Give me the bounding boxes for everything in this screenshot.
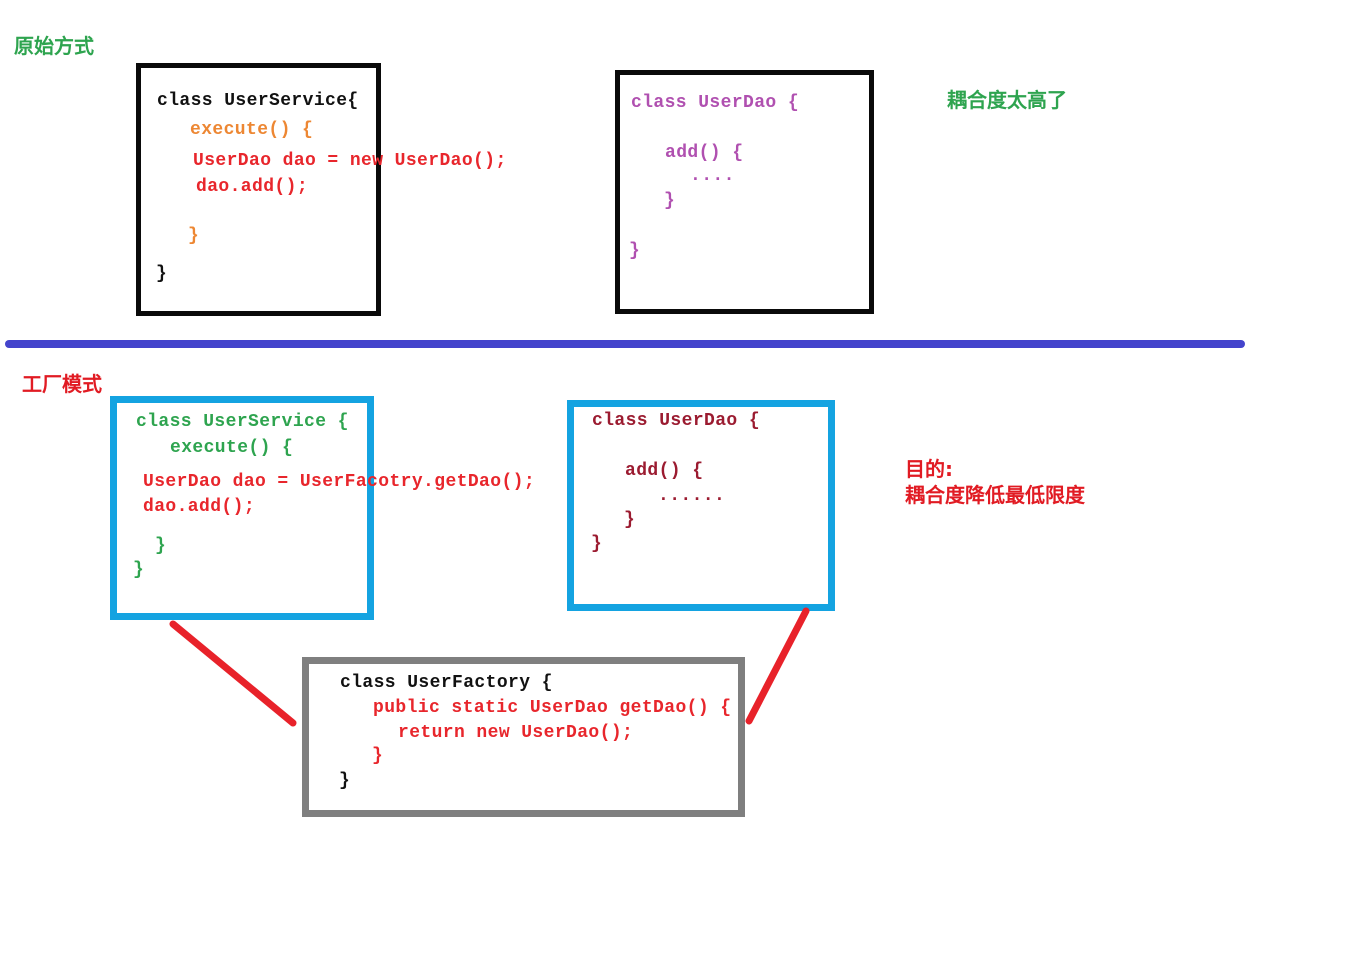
code-line: dao.add(); — [196, 177, 309, 197]
code-line: UserDao dao = UserFacotry.getDao(); — [143, 472, 536, 492]
code-line: class UserService { — [136, 412, 349, 432]
note-purpose: 目的: 耦合度降低最低限度 — [905, 456, 1085, 508]
code-line: class UserDao { — [592, 411, 761, 431]
code-line: add() { — [665, 143, 744, 163]
note-coupling-too-high: 耦合度太高了 — [947, 88, 1067, 112]
code-line: class UserFactory { — [340, 673, 553, 693]
section-label-original-way: 原始方式 — [14, 34, 94, 58]
section-label-factory-pattern: 工厂模式 — [22, 372, 102, 396]
code-line: } — [624, 510, 636, 530]
code-line: } — [188, 226, 200, 246]
code-line: execute() { — [170, 438, 294, 458]
section-divider-line — [5, 340, 1245, 348]
code-line: class UserService{ — [157, 91, 359, 111]
code-line: return new UserDao(); — [398, 723, 634, 743]
code-line: ...... — [658, 486, 726, 506]
code-line: dao.add(); — [143, 497, 256, 517]
code-line: add() { — [625, 461, 704, 481]
connector-line-factory-to-userdao — [745, 607, 810, 725]
code-line: } — [591, 534, 603, 554]
code-line: .... — [690, 166, 735, 186]
code-line: UserDao dao = new UserDao(); — [193, 151, 507, 171]
note-purpose-line2: 耦合度降低最低限度 — [905, 483, 1085, 507]
factory-user-dao-class-box: class UserDao { add() { ...... } } — [567, 400, 835, 611]
code-line: } — [664, 191, 676, 211]
code-line: execute() { — [190, 120, 314, 140]
code-line: } — [133, 560, 145, 580]
code-line: } — [629, 241, 641, 261]
original-user-service-class-box: class UserService{ execute() { UserDao d… — [136, 63, 506, 316]
factory-user-service-class-box: class UserService { execute() { UserDao … — [110, 396, 535, 620]
code-line: } — [155, 536, 167, 556]
note-purpose-line1: 目的: — [905, 457, 953, 481]
code-line: } — [339, 771, 351, 791]
code-line: } — [156, 264, 168, 284]
code-line: public static UserDao getDao() { — [373, 698, 732, 718]
code-line: class UserDao { — [631, 93, 800, 113]
connector-line-userservice-to-factory — [169, 620, 297, 727]
code-line: } — [372, 746, 384, 766]
original-user-dao-class-box: class UserDao { add() { .... } } — [615, 70, 874, 314]
user-factory-class-box: class UserFactory { public static UserDa… — [302, 657, 745, 817]
